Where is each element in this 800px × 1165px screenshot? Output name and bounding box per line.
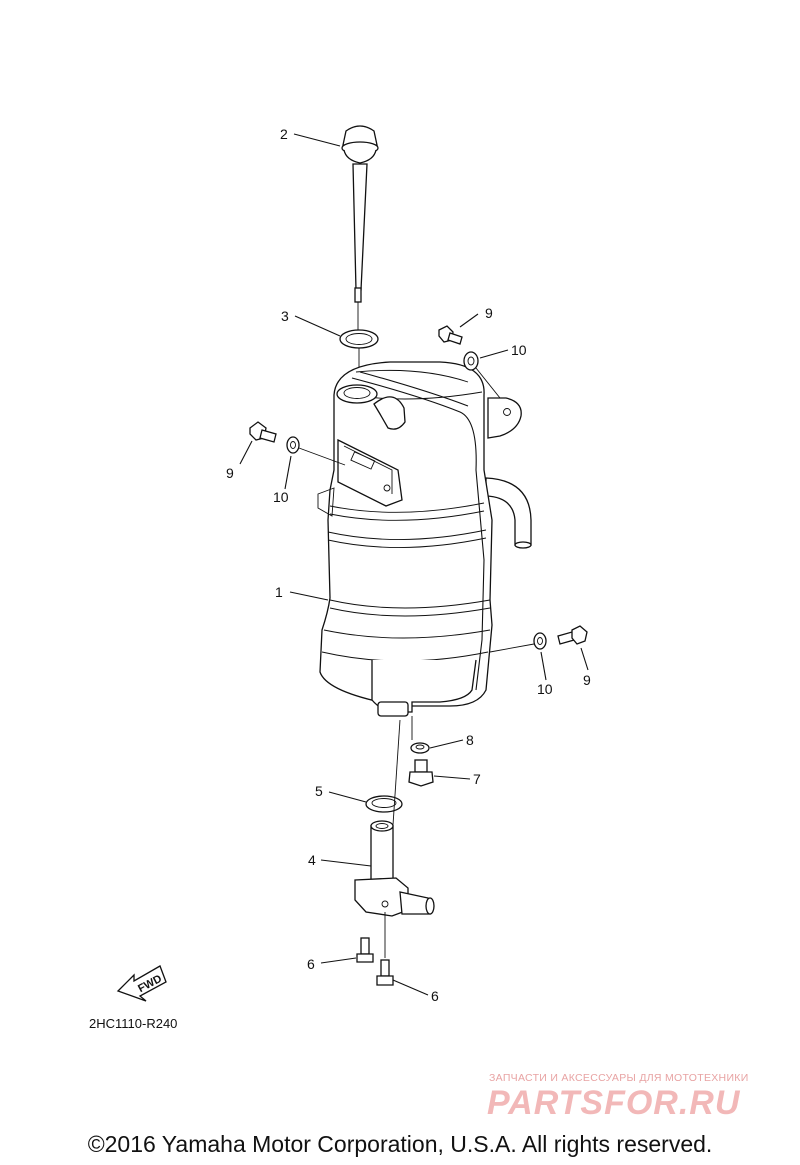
guide-line-lower-right xyxy=(489,643,535,653)
leader-6a xyxy=(320,957,357,964)
washer-part-10-lower-right xyxy=(533,632,547,650)
watermark-tagline: ЗАПЧАСТИ И АКСЕССУАРЫ ДЛЯ МОТОТЕХНИКИ xyxy=(489,1072,749,1084)
leader-10b xyxy=(284,455,292,490)
leader-6b xyxy=(392,979,429,996)
leader-9a xyxy=(459,313,479,328)
diagram-code: 2HC1110-R240 xyxy=(89,1016,178,1031)
callout-9-left: 9 xyxy=(226,465,234,481)
callout-2: 2 xyxy=(280,126,288,142)
callout-6-right: 6 xyxy=(431,988,439,1004)
leader-4 xyxy=(320,859,372,867)
screw-part-6-right xyxy=(376,959,394,986)
callout-9-lower-right: 9 xyxy=(583,672,591,688)
leader-8 xyxy=(429,739,464,749)
bolt-part-9-left xyxy=(249,421,277,443)
guide-line-left xyxy=(298,447,346,466)
fwd-label: FWD xyxy=(136,973,164,995)
bolt-part-9-upper-right xyxy=(438,325,463,345)
oil-pipe-part-4 xyxy=(354,820,435,917)
callout-4: 4 xyxy=(308,852,316,868)
callout-3: 3 xyxy=(281,308,289,324)
drain-plug-part-7 xyxy=(408,759,434,787)
callout-1: 1 xyxy=(275,584,283,600)
callout-5: 5 xyxy=(315,783,323,799)
callout-7: 7 xyxy=(473,771,481,787)
leader-10c xyxy=(540,651,547,681)
dipstick-part xyxy=(341,125,379,303)
o-ring-part-3 xyxy=(339,329,379,349)
copyright-notice: ©2016 Yamaha Motor Corporation, U.S.A. A… xyxy=(87,1131,713,1157)
callout-8: 8 xyxy=(466,732,474,748)
leader-5 xyxy=(328,791,367,803)
gasket-part-8 xyxy=(410,742,430,754)
screw-part-6-left xyxy=(356,937,374,963)
callout-6-left: 6 xyxy=(307,956,315,972)
o-ring-part-5 xyxy=(365,795,403,813)
callout-10-lower-right: 10 xyxy=(537,681,553,697)
leader-10a xyxy=(479,349,509,359)
leader-9c xyxy=(580,647,589,671)
fwd-arrow-icon: FWD xyxy=(116,965,167,1002)
callout-9-upper-right: 9 xyxy=(485,305,493,321)
callout-10-left: 10 xyxy=(273,489,289,505)
oil-tank-part xyxy=(317,361,532,717)
leader-1 xyxy=(289,591,329,601)
leader-9b xyxy=(239,440,253,465)
guide-line-upper-right xyxy=(475,367,501,399)
watermark-brand: PARTSFOR.RU xyxy=(487,1084,741,1122)
callout-10-upper-right: 10 xyxy=(511,342,527,358)
washer-part-10-left xyxy=(286,436,300,454)
leader-2 xyxy=(293,133,341,147)
washer-part-10-upper-right xyxy=(463,351,479,371)
bolt-part-9-lower-right xyxy=(557,625,588,645)
leader-3 xyxy=(294,315,341,337)
leader-7 xyxy=(433,775,471,780)
